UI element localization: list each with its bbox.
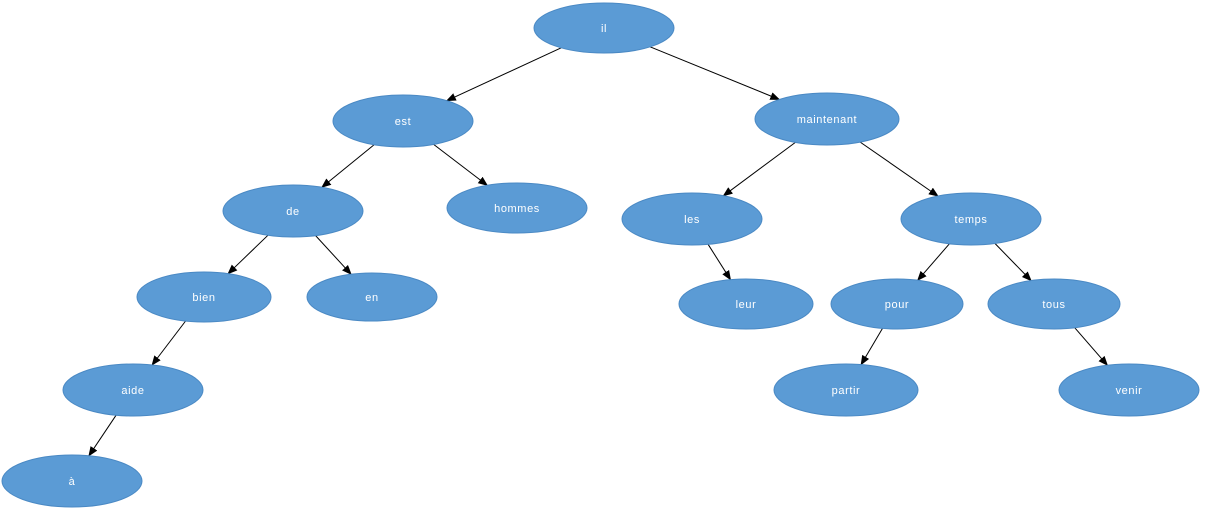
tree-node-shape-bien	[136, 271, 272, 323]
tree-node-les: les	[621, 192, 763, 246]
tree-node-shape-en	[306, 272, 438, 322]
edge-maintenant-to-temps	[859, 141, 939, 197]
tree-node-a_accent: à	[1, 454, 143, 508]
edge-il-to-est	[445, 47, 562, 102]
tree-node-aide: aide	[62, 363, 204, 417]
tree-node-label-pour: pour	[885, 299, 909, 311]
tree-node-shape-les	[621, 192, 763, 246]
tree-node-label-de: de	[286, 206, 299, 218]
tree-node-label-temps: temps	[955, 214, 988, 226]
tree-node-shape-temps	[900, 192, 1042, 246]
tree-node-label-tous: tous	[1042, 299, 1065, 311]
tree-node-shape-pour	[830, 278, 964, 330]
edge-il-to-maintenant	[649, 46, 781, 100]
tree-node-venir: venir	[1058, 363, 1200, 417]
tree-node-label-est: est	[395, 116, 411, 128]
tree-node-tous: tous	[987, 278, 1121, 330]
tree-node-hommes: hommes	[446, 182, 588, 234]
tree-node-shape-est	[332, 94, 474, 148]
edge-temps-to-tous	[994, 243, 1032, 282]
tree-node-label-partir: partir	[832, 385, 861, 397]
tree-node-label-aide: aide	[121, 385, 144, 397]
edge-est-to-hommes	[433, 144, 489, 187]
tree-node-partir: partir	[773, 363, 919, 417]
tree-node-shape-tous	[987, 278, 1121, 330]
tree-node-label-les: les	[684, 214, 700, 226]
edge-maintenant-to-les	[722, 141, 796, 197]
tree-node-leur: leur	[678, 278, 814, 330]
edge-tous-to-venir	[1074, 327, 1109, 367]
tree-node-bien: bien	[136, 271, 272, 323]
edge-bien-to-aide	[151, 320, 186, 366]
tree-node-temps: temps	[900, 192, 1042, 246]
edges-layer	[88, 46, 1109, 457]
tree-node-de: de	[222, 184, 364, 238]
tree-node-shape-venir	[1058, 363, 1200, 417]
tree-node-shape-leur	[678, 278, 814, 330]
tree-node-maintenant: maintenant	[754, 92, 900, 146]
tree-node-label-a_accent: à	[69, 476, 76, 488]
edge-est-to-de	[321, 144, 375, 188]
tree-node-shape-il	[533, 2, 675, 54]
tree-node-label-il: il	[601, 23, 607, 35]
edge-de-to-en	[315, 235, 352, 276]
tree-node-shape-partir	[773, 363, 919, 417]
tree-node-label-bien: bien	[192, 292, 215, 304]
tree-node-shape-a_accent	[1, 454, 143, 508]
edge-de-to-bien	[227, 234, 269, 275]
tree-node-pour: pour	[830, 278, 964, 330]
tree-node-label-maintenant: maintenant	[797, 114, 857, 126]
tree-node-label-en: en	[365, 292, 378, 304]
tree-node-shape-maintenant	[754, 92, 900, 146]
edge-aide-to-a_accent	[88, 414, 117, 457]
tree-node-il: il	[533, 2, 675, 54]
edge-pour-to-partir	[860, 328, 883, 366]
tree-node-shape-aide	[62, 363, 204, 417]
tree-node-label-venir: venir	[1116, 385, 1143, 397]
tree-node-est: est	[332, 94, 474, 148]
tree-node-label-hommes: hommes	[494, 203, 540, 215]
tree-node-en: en	[306, 272, 438, 322]
tree-node-shape-hommes	[446, 182, 588, 234]
tree-node-shape-de	[222, 184, 364, 238]
edge-temps-to-pour	[917, 243, 950, 282]
edge-les-to-leur	[707, 244, 732, 281]
tree-node-label-leur: leur	[736, 299, 757, 311]
